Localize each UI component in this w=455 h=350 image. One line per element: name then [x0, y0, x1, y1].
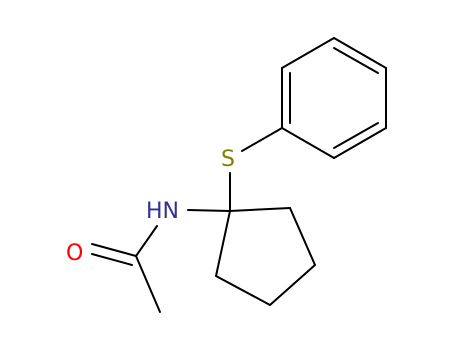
bond	[215, 275, 271, 306]
oxygen-atom-label: O	[66, 241, 83, 266]
bond-phenyl-sulfur	[241, 127, 283, 152]
bond	[333, 127, 387, 159]
bond-carbonyl-double	[91, 253, 133, 266]
nitrogen-atom-label: HN	[146, 199, 179, 224]
bond	[215, 210, 231, 277]
bond-carbonyl-double	[91, 243, 137, 257]
sulfur-atom-label: S	[221, 147, 235, 172]
bond-nitrogen-cyclopentyl	[187, 209, 231, 212]
phenyl-ring	[281, 37, 387, 159]
bond	[289, 207, 316, 266]
cyclopentane-ring	[215, 207, 316, 306]
bond-nitrogen-carbonyl	[135, 225, 158, 257]
bond	[269, 264, 316, 306]
bond	[229, 207, 291, 212]
bond	[281, 127, 335, 159]
double-bond-inner	[333, 47, 379, 74]
bond	[333, 37, 387, 69]
double-bond-inner	[333, 122, 379, 149]
bond-methyl	[135, 255, 161, 313]
bond	[281, 37, 335, 69]
